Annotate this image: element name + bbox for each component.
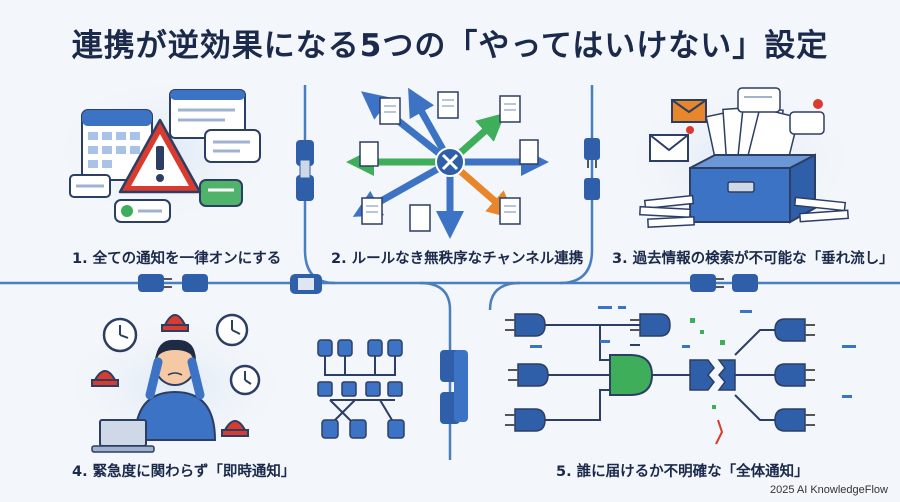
footer-credit: 2025 AI KnowledgeFlow [769,484,888,496]
cable-connector-center [290,274,322,294]
plug-icons [514,313,806,432]
cable-connector-bottom [440,350,468,424]
cable-connector-left [138,274,208,292]
cable-connector-top-right [584,138,600,200]
panel-3-illustration [620,85,860,235]
logic-gate-icon [609,354,654,396]
page-title: 連携が逆効果になる5つの「やってはいけない」設定 [71,28,829,64]
panel-2-label: 2. ルールなき無秩序なチャンネル連携 [331,251,584,267]
panel-1-label: 1. 全ての通知を一律オンにする [72,251,282,267]
document-icons [359,91,539,232]
warning-icon [118,118,202,194]
panel-2-illustration [346,87,549,239]
panel-4-label: 4. 緊急度に関わらず「即時通知」 [72,464,296,480]
panel-5-illustration [505,306,856,445]
cable-connector-right [690,274,758,292]
mail-icon [649,99,707,162]
cable-connector-top-left [296,140,314,201]
panel-1-illustration [50,75,280,225]
calendar-icon [81,109,153,181]
stressed-person-icon [133,339,217,441]
broken-connector-icon [689,359,736,391]
center-network-illustration [317,339,405,439]
siren-icons [91,314,249,437]
panel-4-illustration [60,313,290,455]
panel-3-label: 3. 過去情報の検索が不可能な「垂れ流し」 [612,251,894,267]
panel-5-label: 5. 誰に届けるか不明確な「全体通知」 [556,464,809,480]
